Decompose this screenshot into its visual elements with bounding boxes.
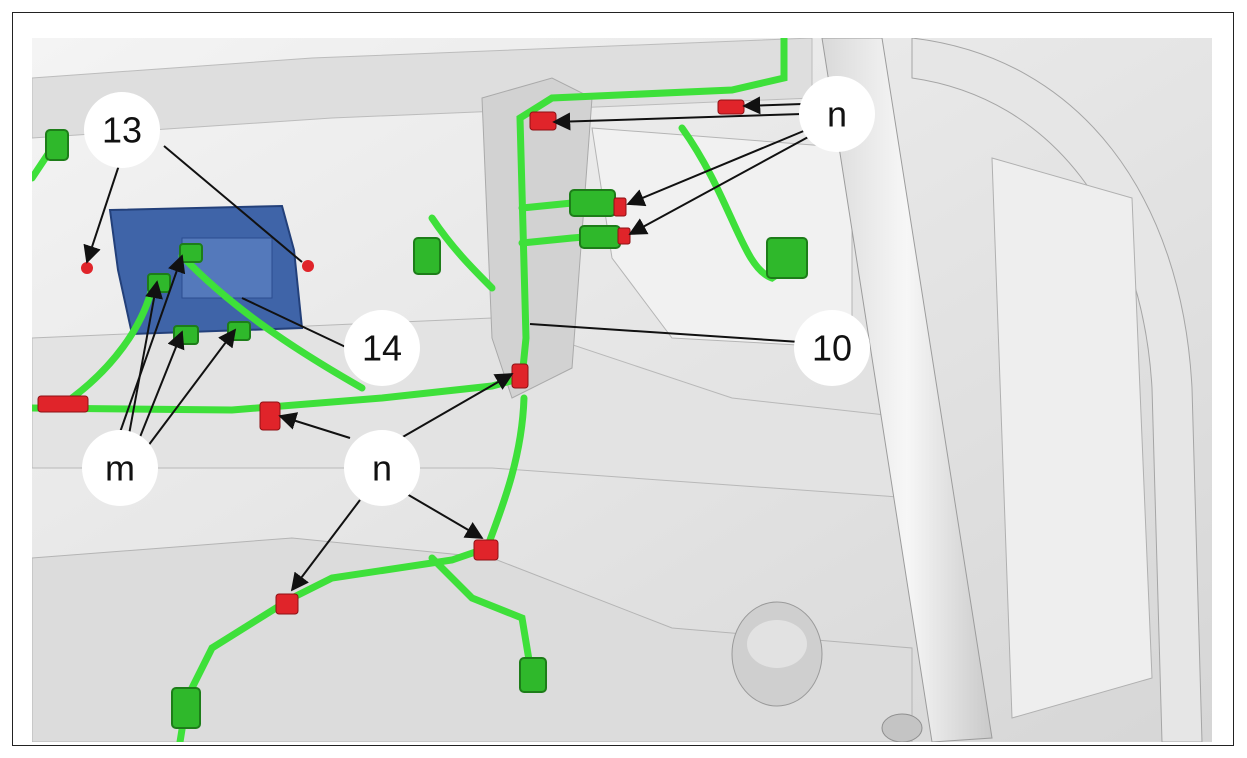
- callout-14: 14: [344, 310, 420, 386]
- callout-n-top: n: [799, 76, 875, 152]
- door-harness-diagram: 13 14 10 m n n: [32, 38, 1212, 742]
- callout-m-label: m: [105, 448, 135, 489]
- module-connector-a: [179, 243, 203, 263]
- clip-n8: [275, 593, 299, 615]
- lower-bolt: [881, 713, 923, 742]
- callout-m: m: [82, 430, 158, 506]
- clip-n2: [717, 99, 745, 115]
- callout-13-label: 13: [102, 110, 142, 151]
- door-frame-pillar: [821, 38, 993, 742]
- leader-lines: [83, 96, 811, 592]
- clip-n4: [617, 227, 631, 245]
- callout-n-mid-label: n: [372, 448, 392, 489]
- connector-upper: [569, 189, 616, 217]
- module-connector-b: [147, 273, 171, 293]
- bottom-connector: [171, 687, 201, 729]
- connector-lower: [579, 225, 621, 249]
- clip-n6: [259, 401, 281, 431]
- door-hinge-face: [991, 157, 1153, 719]
- latch-connector: [766, 237, 808, 279]
- callout-14-label: 14: [362, 328, 402, 369]
- lower-connector: [519, 657, 547, 693]
- clip-n5: [511, 363, 529, 389]
- callout-10: 10: [794, 310, 870, 386]
- callout-n-mid: n: [344, 430, 420, 506]
- callout-n-top-label: n: [827, 94, 847, 135]
- callout-13: 13: [84, 92, 160, 168]
- clip-n3: [613, 197, 627, 217]
- callout-10-label: 10: [812, 328, 852, 369]
- wiring-harness: [32, 38, 806, 742]
- top-left-connector: [45, 129, 69, 161]
- harness-clips: [37, 99, 745, 615]
- module-fastener-left: [81, 262, 93, 274]
- bump-stop-top: [747, 620, 807, 668]
- side-connector: [413, 237, 441, 275]
- clip-n7: [473, 539, 499, 561]
- clip-left-edge: [37, 395, 89, 413]
- module-connector-d: [227, 321, 251, 341]
- module-fastener-right: [302, 260, 314, 272]
- clip-n1: [529, 111, 557, 131]
